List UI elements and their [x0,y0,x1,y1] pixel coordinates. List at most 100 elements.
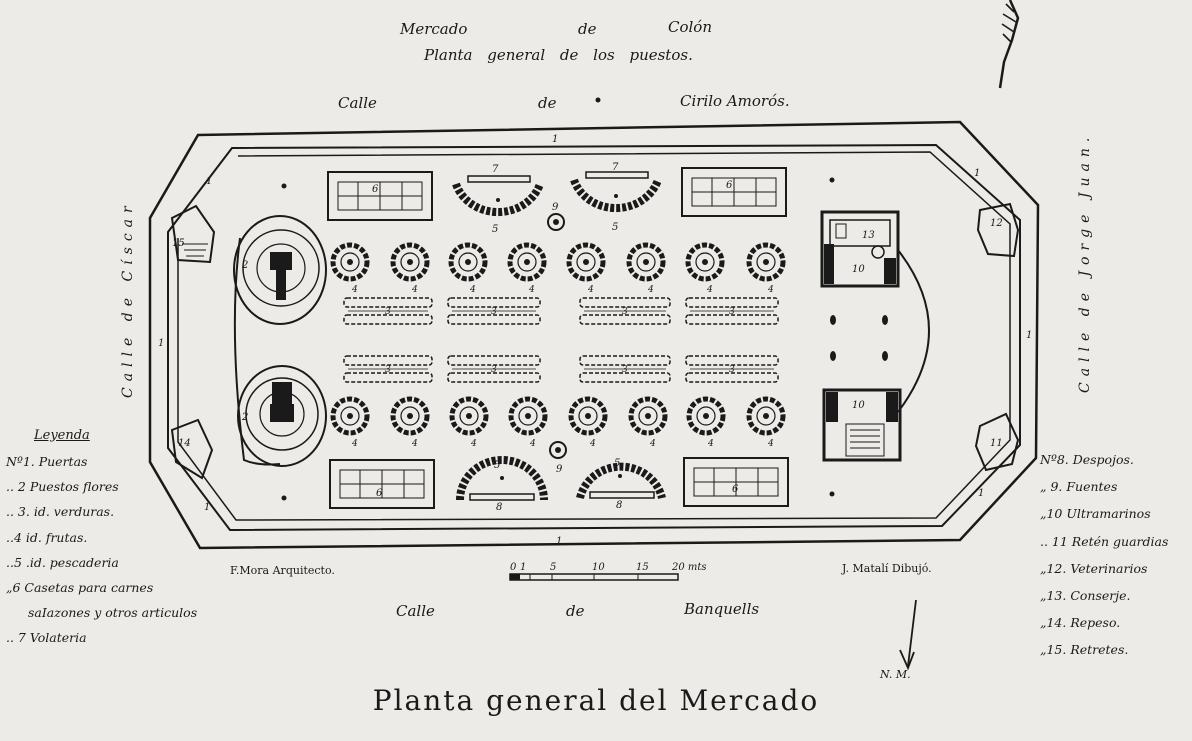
label-3: 3 [491,365,497,375]
label-1: 1 [974,168,980,179]
vegetable-stands: 3 3 3 3 3 3 3 3 [343,297,779,383]
legend-item: ..5 .id. pescaderia [6,554,119,570]
credit-architect: F.Mora Arquitecto. [230,564,335,577]
title-de: de [578,20,597,38]
fish-stall-bottom-left [456,456,548,501]
shed-6-top-left [327,171,433,221]
fish-stall-bottom-right [576,462,666,500]
legend-header: Leyenda [34,428,90,443]
legend-item: .. 11 Retén guardias [1040,533,1169,549]
room-14 [170,418,214,480]
street-bottom-calle: Calle [396,602,435,620]
fruit-stand: 4 [508,396,548,449]
label-5: 5 [612,222,618,233]
legend-item: „13. Conserje. [1040,587,1131,603]
label-1: 1 [978,488,984,499]
fruit-stand: 4 [448,242,488,295]
fruit-stand: 4 [390,396,430,449]
label-3: 3 [729,307,735,317]
fish-stall-top-left [452,175,544,217]
label-6: 6 [376,488,383,499]
legend-item: .. 2 Puestos flores [6,479,119,495]
label-4: 4 [647,285,654,295]
street-bottom-de: de [566,602,585,620]
shed-6-bottom-left [329,459,435,509]
shed-6-bottom-right [683,457,789,507]
pillars [281,97,888,501]
label-4: 4 [587,285,594,295]
vegetable-stand: 3 [579,355,671,383]
label-3: 3 [729,365,735,375]
legend-item: Nº8. Despojos. [1040,452,1134,467]
legend-item: saIazones y otros articulos [28,605,198,621]
title-subtitle: Planta general de los puestos. [424,46,693,64]
label-9: 9 [552,202,559,213]
label-4: 4 [469,285,476,295]
legend-left: Leyenda Nº1. Puertas .. 2 Puestos flores… [6,428,197,651]
vegetable-stand: 3 [685,297,779,325]
legend-item: „6 Casetas para carnes [6,579,154,595]
vegetable-stand: 3 [343,355,433,383]
label-3: 3 [622,365,628,375]
courtyard-arc [897,249,930,413]
label-8: 8 [616,500,622,511]
label-6: 6 [732,484,739,495]
shed-6-top-right [681,167,787,217]
fruit-stand: 4 [330,396,370,449]
label-1: 1 [552,134,558,145]
label-3: 3 [385,365,391,375]
legend-item: Nº1. Puertas [6,454,88,469]
fountain-icon [547,213,565,231]
room-15 [170,204,216,264]
label-12: 12 [990,218,1003,229]
label-4: 4 [767,285,774,295]
scale-label: 1 [520,562,527,573]
vegetable-stand: 3 [579,297,671,325]
scale-label: 20 mts [672,562,707,573]
legend-item: „10 Ultramarinos [1040,506,1151,522]
fruit-stand: 4 [566,242,606,295]
label-4: 4 [707,439,714,449]
label-6: 6 [372,184,379,195]
scale-label: 0 [510,562,517,573]
scale-label: 10 [592,562,605,573]
room-11 [974,412,1020,472]
scale-label: 5 [550,562,557,573]
label-10: 10 [852,400,865,411]
label-1: 1 [204,502,210,513]
label-6: 6 [726,180,733,191]
flower-rail [233,237,281,466]
label-4: 4 [411,285,418,295]
building-10-bottom [822,388,902,462]
label-9: 9 [556,464,563,475]
fruit-stand: 4 [628,396,668,449]
label-4: 4 [411,439,418,449]
outer-wall [148,120,1040,550]
label-3: 3 [491,307,497,317]
legend-right: Nº8. Despojos. „ 9. Fuentes „10 Ultramar… [1040,446,1168,664]
label-2: 2 [241,412,248,423]
label-5: 5 [492,224,498,235]
label-7: 7 [612,162,619,173]
fruit-stand: 4 [746,242,786,295]
fruit-stand: 4 [330,242,370,295]
fruit-stand: 4 [390,242,430,295]
street-top-de: de [538,94,557,112]
label-1: 1 [556,536,562,547]
fruit-stands-top-row: 4 4 4 4 4 4 4 4 [330,242,786,295]
label-3: 3 [385,307,391,317]
label-4: 4 [649,439,656,449]
label-4: 4 [706,285,713,295]
street-top-name: Cirilo Amorós. [680,92,790,110]
legend-item: „12. Veterinarios [1040,560,1148,576]
fountain-icon [549,441,567,459]
scale-label: 15 [636,562,649,573]
fruit-stand: 4 [507,242,547,295]
flower-stand-top [233,215,327,325]
label-8: 8 [496,502,502,513]
fruit-stand: 4 [686,396,726,449]
plan-labels: 1 1 1 1 1 1 1 1 2 2 6 6 6 6 7 7 5 5 5 5 … [158,134,1032,547]
label-5: 5 [614,458,620,469]
legend-item: .. 3. id. verduras. [6,504,115,520]
north-arrow-icon [899,599,917,671]
